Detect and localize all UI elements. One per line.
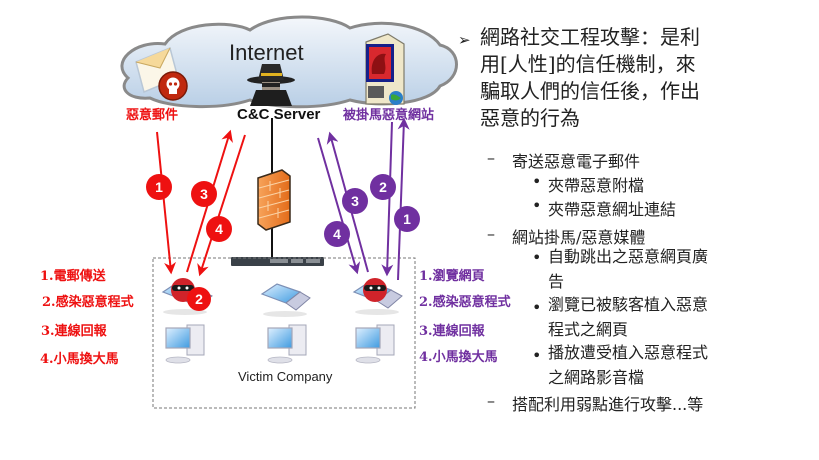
item-malicious-attachment: 夾帶惡意附檔 <box>548 176 645 195</box>
email-step-2: 2.感染惡意程式 <box>42 295 134 310</box>
step-badge-red-1: 1 <box>146 174 172 200</box>
arrow-browse <box>397 117 410 281</box>
trojan-site-label: 被掛馬惡意網站 <box>343 108 435 123</box>
item-line: 自動跳出之惡意網頁廣 <box>548 247 709 266</box>
arrow-download-upgrade <box>197 134 246 277</box>
main-description: 網路社交工程攻擊：是利 用[人性]的信任機制，來 騙取人們的信任後，作出 惡意的… <box>480 24 780 132</box>
hacker-icon <box>247 64 295 106</box>
item-infected-media: 播放遭受植入惡意程式 之網路影音檔 <box>548 340 708 390</box>
section-title-exploit: 搭配利用弱點進行攻擊...等 <box>512 395 704 414</box>
section-title-web: 網站掛馬/惡意媒體 <box>512 228 646 247</box>
sub-bullet-icon: • <box>532 248 542 267</box>
item-line: 之網路影音檔 <box>548 368 645 387</box>
section-title-email: 寄送惡意電子郵件 <box>512 152 641 171</box>
web-step-1: 1.瀏覽網頁 <box>419 269 485 284</box>
svg-text:2: 2 <box>195 291 203 307</box>
main-line: 用[人性]的信任機制，來 <box>480 52 696 76</box>
step-badge-purple-2: 2 <box>370 174 396 200</box>
step-badge-red-2: 2 <box>187 287 211 311</box>
item-line: 播放遭受植入惡意程式 <box>548 343 709 362</box>
victim-company-boundary <box>152 257 416 409</box>
internet-label: Internet <box>229 40 304 65</box>
item-malicious-link: 夾帶惡意網址連結 <box>548 200 677 219</box>
sub-bullet-icon: • <box>532 298 542 317</box>
svg-text:2: 2 <box>379 179 387 195</box>
svg-text:4: 4 <box>215 221 223 237</box>
svg-text:3: 3 <box>200 186 208 202</box>
section-dash: – <box>487 391 495 410</box>
svg-text:3: 3 <box>351 193 359 209</box>
web-step-4: 4.小馬換大馬 <box>419 350 498 365</box>
item-compromised-pages: 瀏覽已被駭客植入惡意 程式之網頁 <box>548 292 708 342</box>
laptop-center <box>260 283 311 317</box>
email-step-4: 4.小馬換大馬 <box>40 352 119 367</box>
victim-company-label: Victim Company <box>238 369 333 384</box>
main-line: 騙取人們的信任後，作出 <box>480 79 700 103</box>
sub-bullet-icon: • <box>532 196 542 215</box>
email-step-3: 3.連線回報 <box>41 324 107 339</box>
step-badge-purple-1: 1 <box>394 206 420 232</box>
desktop-center <box>267 324 307 364</box>
item-line: 告 <box>548 272 565 291</box>
network-switch-icon <box>231 257 324 266</box>
malicious-email-label: 惡意郵件 <box>126 108 179 123</box>
arrow-upgrade <box>317 137 361 275</box>
web-step-3: 3.連線回報 <box>419 324 485 339</box>
malware-bot-icon-right <box>363 278 387 302</box>
item-line: 瀏覽已被駭客植入惡意 <box>548 295 709 314</box>
arrow-email-send <box>156 131 177 275</box>
desktop-right <box>355 324 395 364</box>
section-dash: – <box>487 224 495 243</box>
main-line: 網路社交工程攻擊：是利 <box>480 25 700 49</box>
cc-server-label: C&C Server <box>237 106 321 123</box>
sub-bullet-icon: • <box>532 346 542 365</box>
main-bullet-icon: ➢ <box>458 31 471 49</box>
step-badge-red-4: 4 <box>206 216 232 242</box>
svg-text:1: 1 <box>155 179 163 195</box>
step-badge-purple-4: 4 <box>324 221 350 247</box>
desktop-left <box>165 324 205 364</box>
web-step-2: 2.感染惡意程式 <box>419 295 511 310</box>
main-line: 惡意的行為 <box>480 106 580 130</box>
item-line: 程式之網頁 <box>548 320 629 339</box>
trojan-server-icon <box>365 33 405 105</box>
email-step-1: 1.電郵傳送 <box>40 269 106 284</box>
skull-badge-icon <box>158 71 188 101</box>
svg-text:1: 1 <box>403 211 411 227</box>
item-popup-ads: 自動跳出之惡意網頁廣 告 <box>548 244 708 294</box>
step-badge-red-3: 3 <box>191 181 217 207</box>
step-badge-purple-3: 3 <box>342 188 368 214</box>
section-dash: – <box>487 148 495 167</box>
sub-bullet-icon: • <box>532 172 542 191</box>
firewall-icon <box>257 169 291 231</box>
svg-text:4: 4 <box>333 226 341 242</box>
